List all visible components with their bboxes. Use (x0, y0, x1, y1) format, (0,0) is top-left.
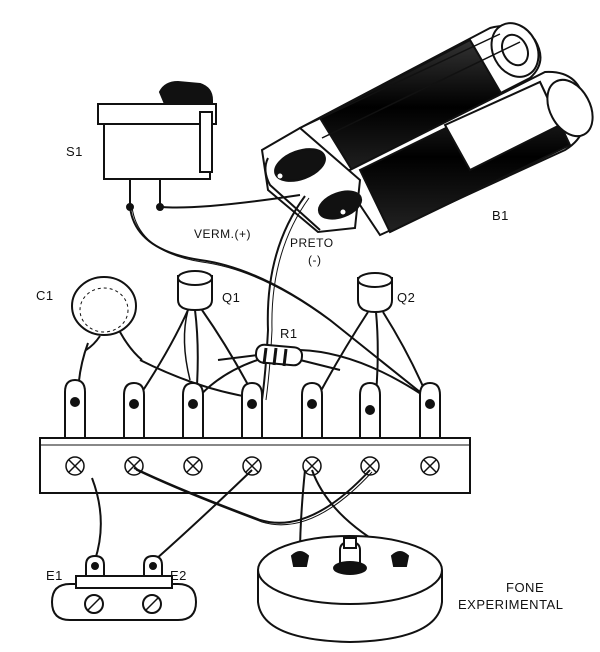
wiring (129, 194, 433, 403)
label-verm: VERM.(+) (194, 227, 251, 241)
label-preto-sign: (-) (308, 253, 322, 267)
battery-pack-icon (260, 22, 594, 237)
rocker-switch-icon (97, 80, 217, 211)
label-s1: S1 (66, 144, 83, 159)
label-e1: E1 (46, 568, 63, 583)
label-e2: E2 (170, 568, 187, 583)
label-experimental: EXPERIMENTAL (458, 597, 563, 612)
label-fone: FONE (506, 580, 544, 595)
earphone-icon (257, 535, 443, 644)
label-preto: PRETO (290, 236, 334, 250)
label-b1: B1 (492, 208, 509, 223)
label-q2: Q2 (397, 290, 415, 305)
electrode-plate-icon (50, 554, 198, 621)
label-c1: C1 (36, 288, 54, 303)
disc-capacitor-icon (71, 276, 143, 399)
component-labels: S1 B1 VERM.(+) PRETO (-) C1 Q1 Q2 R1 E1 … (36, 144, 563, 612)
resistor-icon (217, 343, 341, 371)
label-q1: Q1 (222, 290, 240, 305)
terminal-strip-icon (39, 378, 471, 494)
transistor-q1-icon (137, 270, 256, 401)
label-r1: R1 (280, 326, 298, 341)
